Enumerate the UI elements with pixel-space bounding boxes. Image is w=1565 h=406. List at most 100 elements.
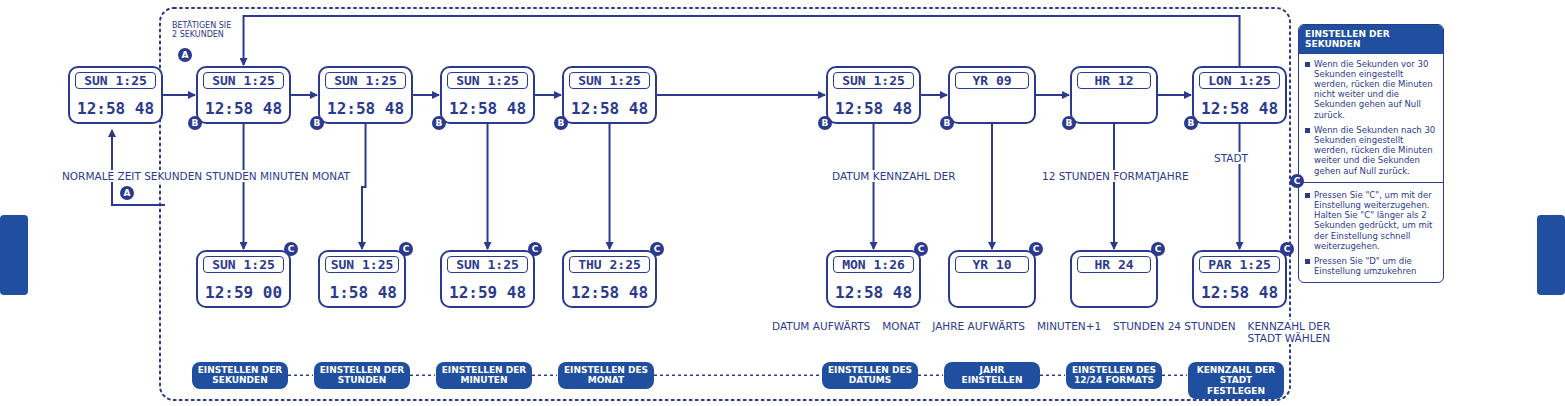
bullet-square xyxy=(1305,259,1310,264)
lcd-digits: 12:58 48 xyxy=(1199,283,1280,302)
step-button: EINSTELLEN DER SEKUNDEN xyxy=(192,362,288,389)
lcd-screen: SUN 1:25 12:59 00 xyxy=(196,250,291,308)
lcd-digits: 12:58 48 xyxy=(1199,99,1280,118)
result-caption: JAHRE AUFWÄRTS xyxy=(930,320,1027,332)
mode-caption: DATUM KENNZAHL DER xyxy=(830,170,957,182)
lcd-screen: LON 1:2512:58 48 xyxy=(1192,66,1287,124)
lcd-screen: HR 24 xyxy=(1070,250,1158,308)
lcd-screen: THU 2:2512:58 48 xyxy=(562,250,657,308)
flow-arrow xyxy=(244,16,1240,66)
lcd-screen: MON 1:26 12:58 48 xyxy=(826,250,921,308)
instruction-note: BETÄTIGEN SIE 2 SEKUNDEN xyxy=(170,22,238,40)
bullet-row: Wenn die Sekunden nach 30 Sekunden einge… xyxy=(1299,120,1443,176)
bullet-row: Pressen Sie "C", um mit der Einstellung … xyxy=(1299,182,1443,251)
lcd-digits: 12:58 48 xyxy=(203,99,284,118)
flow-arrow xyxy=(991,124,993,249)
bullet-text: Pressen Sie "D" um die Einstellung umzuk… xyxy=(1314,256,1437,276)
bullet-text: Pressen Sie "C", um mit der Einstellung … xyxy=(1314,190,1437,251)
button-marker: B xyxy=(188,116,202,130)
dashed-link xyxy=(532,375,557,377)
lcd-digits: 12:58 48 xyxy=(75,99,156,118)
lcd-screen: SUN 1:25 12:58 48 xyxy=(562,66,657,124)
button-marker: B xyxy=(940,116,954,130)
lcd-screen: SUN 1:25 12:58 48 xyxy=(196,66,291,124)
bullet-row: Wenn die Sekunden vor 30 Sekunden einges… xyxy=(1299,54,1443,120)
button-marker: A xyxy=(120,186,134,200)
lcd-top-line: SUN 1:25 xyxy=(569,72,650,89)
dotted-frame xyxy=(160,8,1290,400)
flow-arrow xyxy=(291,94,317,96)
button-marker: C xyxy=(399,242,413,256)
dashed-link xyxy=(1162,375,1187,377)
bullet-row: Pressen Sie "D" um die Einstellung umzuk… xyxy=(1299,251,1443,276)
result-caption: KENNZAHL DER STADT WÄHLEN xyxy=(1246,320,1342,344)
flow-arrow xyxy=(1113,124,1115,249)
bullet-square xyxy=(1305,128,1310,133)
info-panel: EINSTELLEN DER SEKUNDEN Wenn die Sekunden… xyxy=(1298,24,1444,283)
flow-arrow xyxy=(413,94,439,96)
flow-arrow xyxy=(873,124,875,249)
lcd-digits: 12:58 48 xyxy=(833,99,914,118)
bullet-square xyxy=(1305,62,1310,67)
flow-arrow xyxy=(921,94,947,96)
lcd-digits: 12:58 48 xyxy=(569,99,650,118)
dashed-link xyxy=(1040,375,1065,377)
dashed-link xyxy=(654,375,821,377)
bullet-text: Wenn die Sekunden vor 30 Sekunden einges… xyxy=(1314,59,1437,120)
lcd-digits: 12:58 48 xyxy=(447,99,528,118)
panel-heading: EINSTELLEN DER SEKUNDEN xyxy=(1299,25,1443,54)
flow-arrow xyxy=(609,124,611,249)
lcd-screen: SUN 1:25 12:58 48 xyxy=(826,66,921,124)
lcd-top-line: SUN 1:25 xyxy=(203,256,284,273)
step-button: EINSTELLEN DES 12/24 FORMATS xyxy=(1066,362,1162,389)
lcd-top-line: YR 10 xyxy=(955,256,1029,273)
button-label: EINSTELLEN DER STUNDEN xyxy=(318,365,406,386)
flow-arrow xyxy=(243,124,245,249)
lcd-top-line: HR 24 xyxy=(1077,256,1151,273)
dashed-link xyxy=(410,375,435,377)
button-marker: C xyxy=(914,242,928,256)
side-tab xyxy=(1537,215,1565,295)
step-button: EINSTELLEN DES DATUMS xyxy=(822,362,918,389)
button-marker: B xyxy=(432,116,446,130)
flow-arrow xyxy=(657,94,825,96)
lcd-top-line: SUN 1:25 xyxy=(325,72,406,89)
lcd-top-line: SUN 1:25 xyxy=(447,256,528,273)
lcd-top-line: MON 1:26 xyxy=(833,256,914,273)
button-marker: B xyxy=(1062,116,1076,130)
lcd-screen: SUN 1:2512:58 48 xyxy=(440,66,535,124)
bullet-square xyxy=(1305,193,1310,198)
flow-arrow xyxy=(535,94,561,96)
step-button: EINSTELLEN DER STUNDEN xyxy=(314,362,410,389)
result-caption: MINUTEN+1 xyxy=(1035,320,1103,332)
result-caption: DATUM AUFWÄRTS xyxy=(770,320,872,332)
button-marker: C xyxy=(1280,242,1294,256)
button-marker: B xyxy=(554,116,568,130)
flow-arrow xyxy=(1239,124,1241,249)
button-label: EINSTELLEN DES DATUMS xyxy=(826,365,914,386)
lcd-digits: 1:58 48 xyxy=(325,283,399,302)
bottom-label-row: DATUM AUFWÄRTS MONAT JAHRE AUFWÄRTS MINUTEN… xyxy=(770,320,1342,344)
button-marker: B xyxy=(1184,116,1198,130)
lcd-digits: 12:59 00 xyxy=(203,283,284,302)
lcd-screen: SUN 1:2512:58 48 xyxy=(68,66,163,124)
lcd-screen: PAR 1:2512:58 48 xyxy=(1192,250,1287,308)
lcd-top-line: THU 2:25 xyxy=(569,256,650,273)
lcd-top-line: SUN 1:25 xyxy=(833,72,914,89)
lcd-digits: 12:58 48 xyxy=(325,99,406,118)
button-label: JAHR EINSTELLEN xyxy=(948,365,1036,386)
button-label: KENNZAHL DER STADT FESTLEGEN xyxy=(1192,365,1280,396)
button-marker: C xyxy=(284,242,298,256)
flow-arrow xyxy=(362,124,366,249)
dashed-link xyxy=(288,375,313,377)
lcd-top-line: SUN 1:25 xyxy=(325,256,399,273)
step-button: JAHR EINSTELLEN xyxy=(944,362,1040,389)
button-marker: B xyxy=(310,116,324,130)
mode-caption: 12 STUNDEN FORMATJAHRE xyxy=(1040,170,1191,182)
result-caption: MONAT xyxy=(880,320,922,332)
mode-caption: STADT xyxy=(1212,152,1250,164)
result-caption: STUNDEN 24 STUNDEN xyxy=(1111,320,1237,332)
lcd-digits: 12:58 48 xyxy=(833,283,914,302)
lcd-top-line: SUN 1:25 xyxy=(203,72,284,89)
